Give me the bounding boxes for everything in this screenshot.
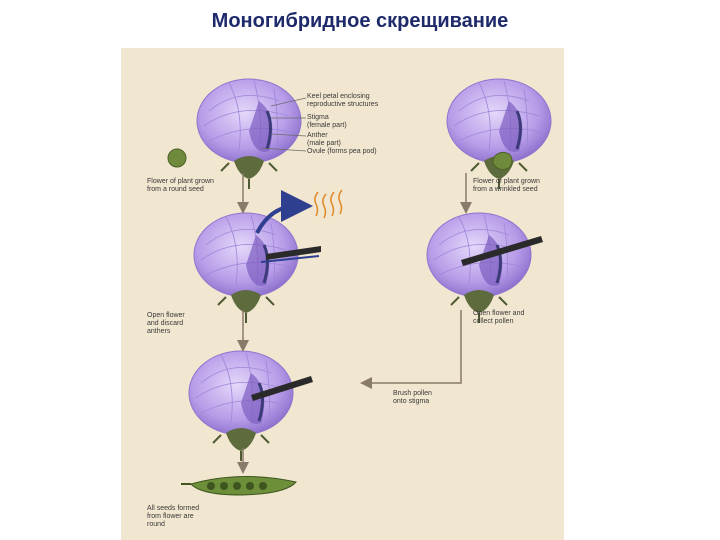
slide-title: Моногибридное скрещивание [211, 10, 509, 32]
arrow-to-brush [360, 310, 462, 389]
label-ovule: Ovule (forms pea pod) [307, 148, 377, 155]
flower-wrinkled-parent [445, 77, 553, 191]
step-discard: Open flower and discard anthers [147, 312, 185, 335]
step-brush: Brush pollen onto stigma [393, 390, 432, 405]
flower-opened-right [425, 211, 533, 325]
discarded-anthers [314, 189, 343, 219]
forceps-left [266, 246, 321, 260]
label-stigma: Stigma (female part) [307, 114, 347, 129]
pea-pod [190, 475, 297, 496]
discard-arrow [255, 190, 313, 234]
round-seed [167, 148, 187, 168]
wrinkled-seed [492, 151, 513, 171]
step-wrinkled-flower: Flower of plant grown from a wrinkled se… [473, 178, 540, 193]
peas [207, 482, 267, 490]
flower-pollinated [187, 349, 295, 463]
flower-round-parent [195, 77, 303, 191]
step-round-flower: Flower of plant grown from a round seed [147, 178, 214, 193]
forceps-left-blade [260, 255, 320, 263]
step-collect: Open flower and collect pollen [473, 310, 525, 325]
label-keel: Keel petal enclosing reproductive struct… [307, 93, 379, 108]
label-anther: Anther (male part) [307, 132, 341, 147]
step-result: All seeds formed from flower are round [147, 505, 200, 528]
flower-opened-left [192, 211, 300, 325]
brush-right [461, 236, 543, 266]
diagram-graphics [167, 77, 553, 496]
label-leaders [260, 97, 307, 152]
brush-center [251, 376, 313, 401]
cross-diagram: Keel petal enclosing reproductive struct… [121, 48, 564, 540]
